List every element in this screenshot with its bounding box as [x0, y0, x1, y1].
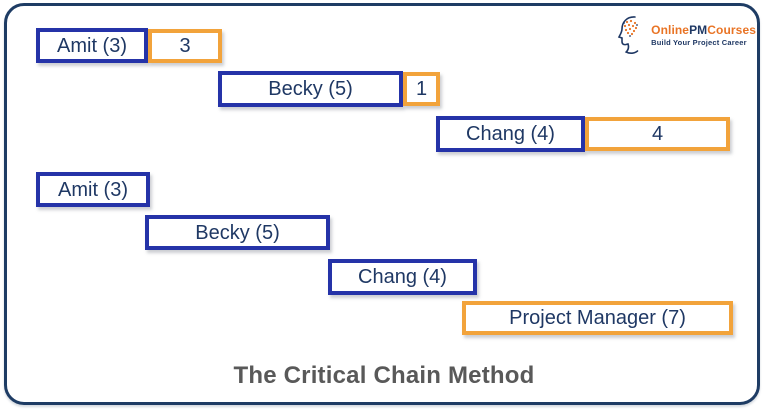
buffer-box: 1: [403, 72, 440, 106]
head-profile-brain-icon: [618, 16, 639, 55]
onlinepmcourses-logo: OnlinePMCourses Build Your Project Caree…: [614, 13, 756, 57]
box-label: 4: [651, 123, 664, 145]
box-label: Becky (5): [268, 78, 353, 100]
logo-brand-pm: PM: [689, 22, 708, 37]
logo-tagline: Build Your Project Career: [651, 37, 747, 47]
box-label: Chang (4): [466, 123, 555, 145]
task-box: Becky (5): [218, 71, 403, 107]
task-box: Chang (4): [328, 259, 477, 295]
task-box: Chang (4): [436, 116, 585, 152]
box-label: 1: [415, 78, 428, 100]
buffer-box: 3: [148, 29, 222, 63]
buffer-box: Project Manager (7): [462, 301, 733, 335]
diagram-title: The Critical Chain Method: [233, 362, 535, 389]
box-label: 3: [179, 35, 191, 57]
box-label: Amit (3): [57, 34, 127, 57]
logo-text: OnlinePMCourses Build Your Project Caree…: [651, 22, 756, 47]
buffer-box: 4: [585, 117, 730, 151]
box-label: Project Manager (7): [509, 307, 686, 329]
logo-brand: OnlinePMCourses: [651, 22, 756, 37]
logo-brand-online: Online: [651, 22, 690, 37]
task-box: Amit (3): [36, 172, 150, 207]
task-box: Amit (3): [36, 28, 148, 63]
task-box: Becky (5): [145, 215, 330, 250]
box-label: Amit (3): [58, 178, 128, 201]
box-label: Becky (5): [195, 221, 280, 244]
logo-brand-courses: Courses: [707, 22, 756, 37]
box-label: Chang (4): [358, 266, 447, 288]
